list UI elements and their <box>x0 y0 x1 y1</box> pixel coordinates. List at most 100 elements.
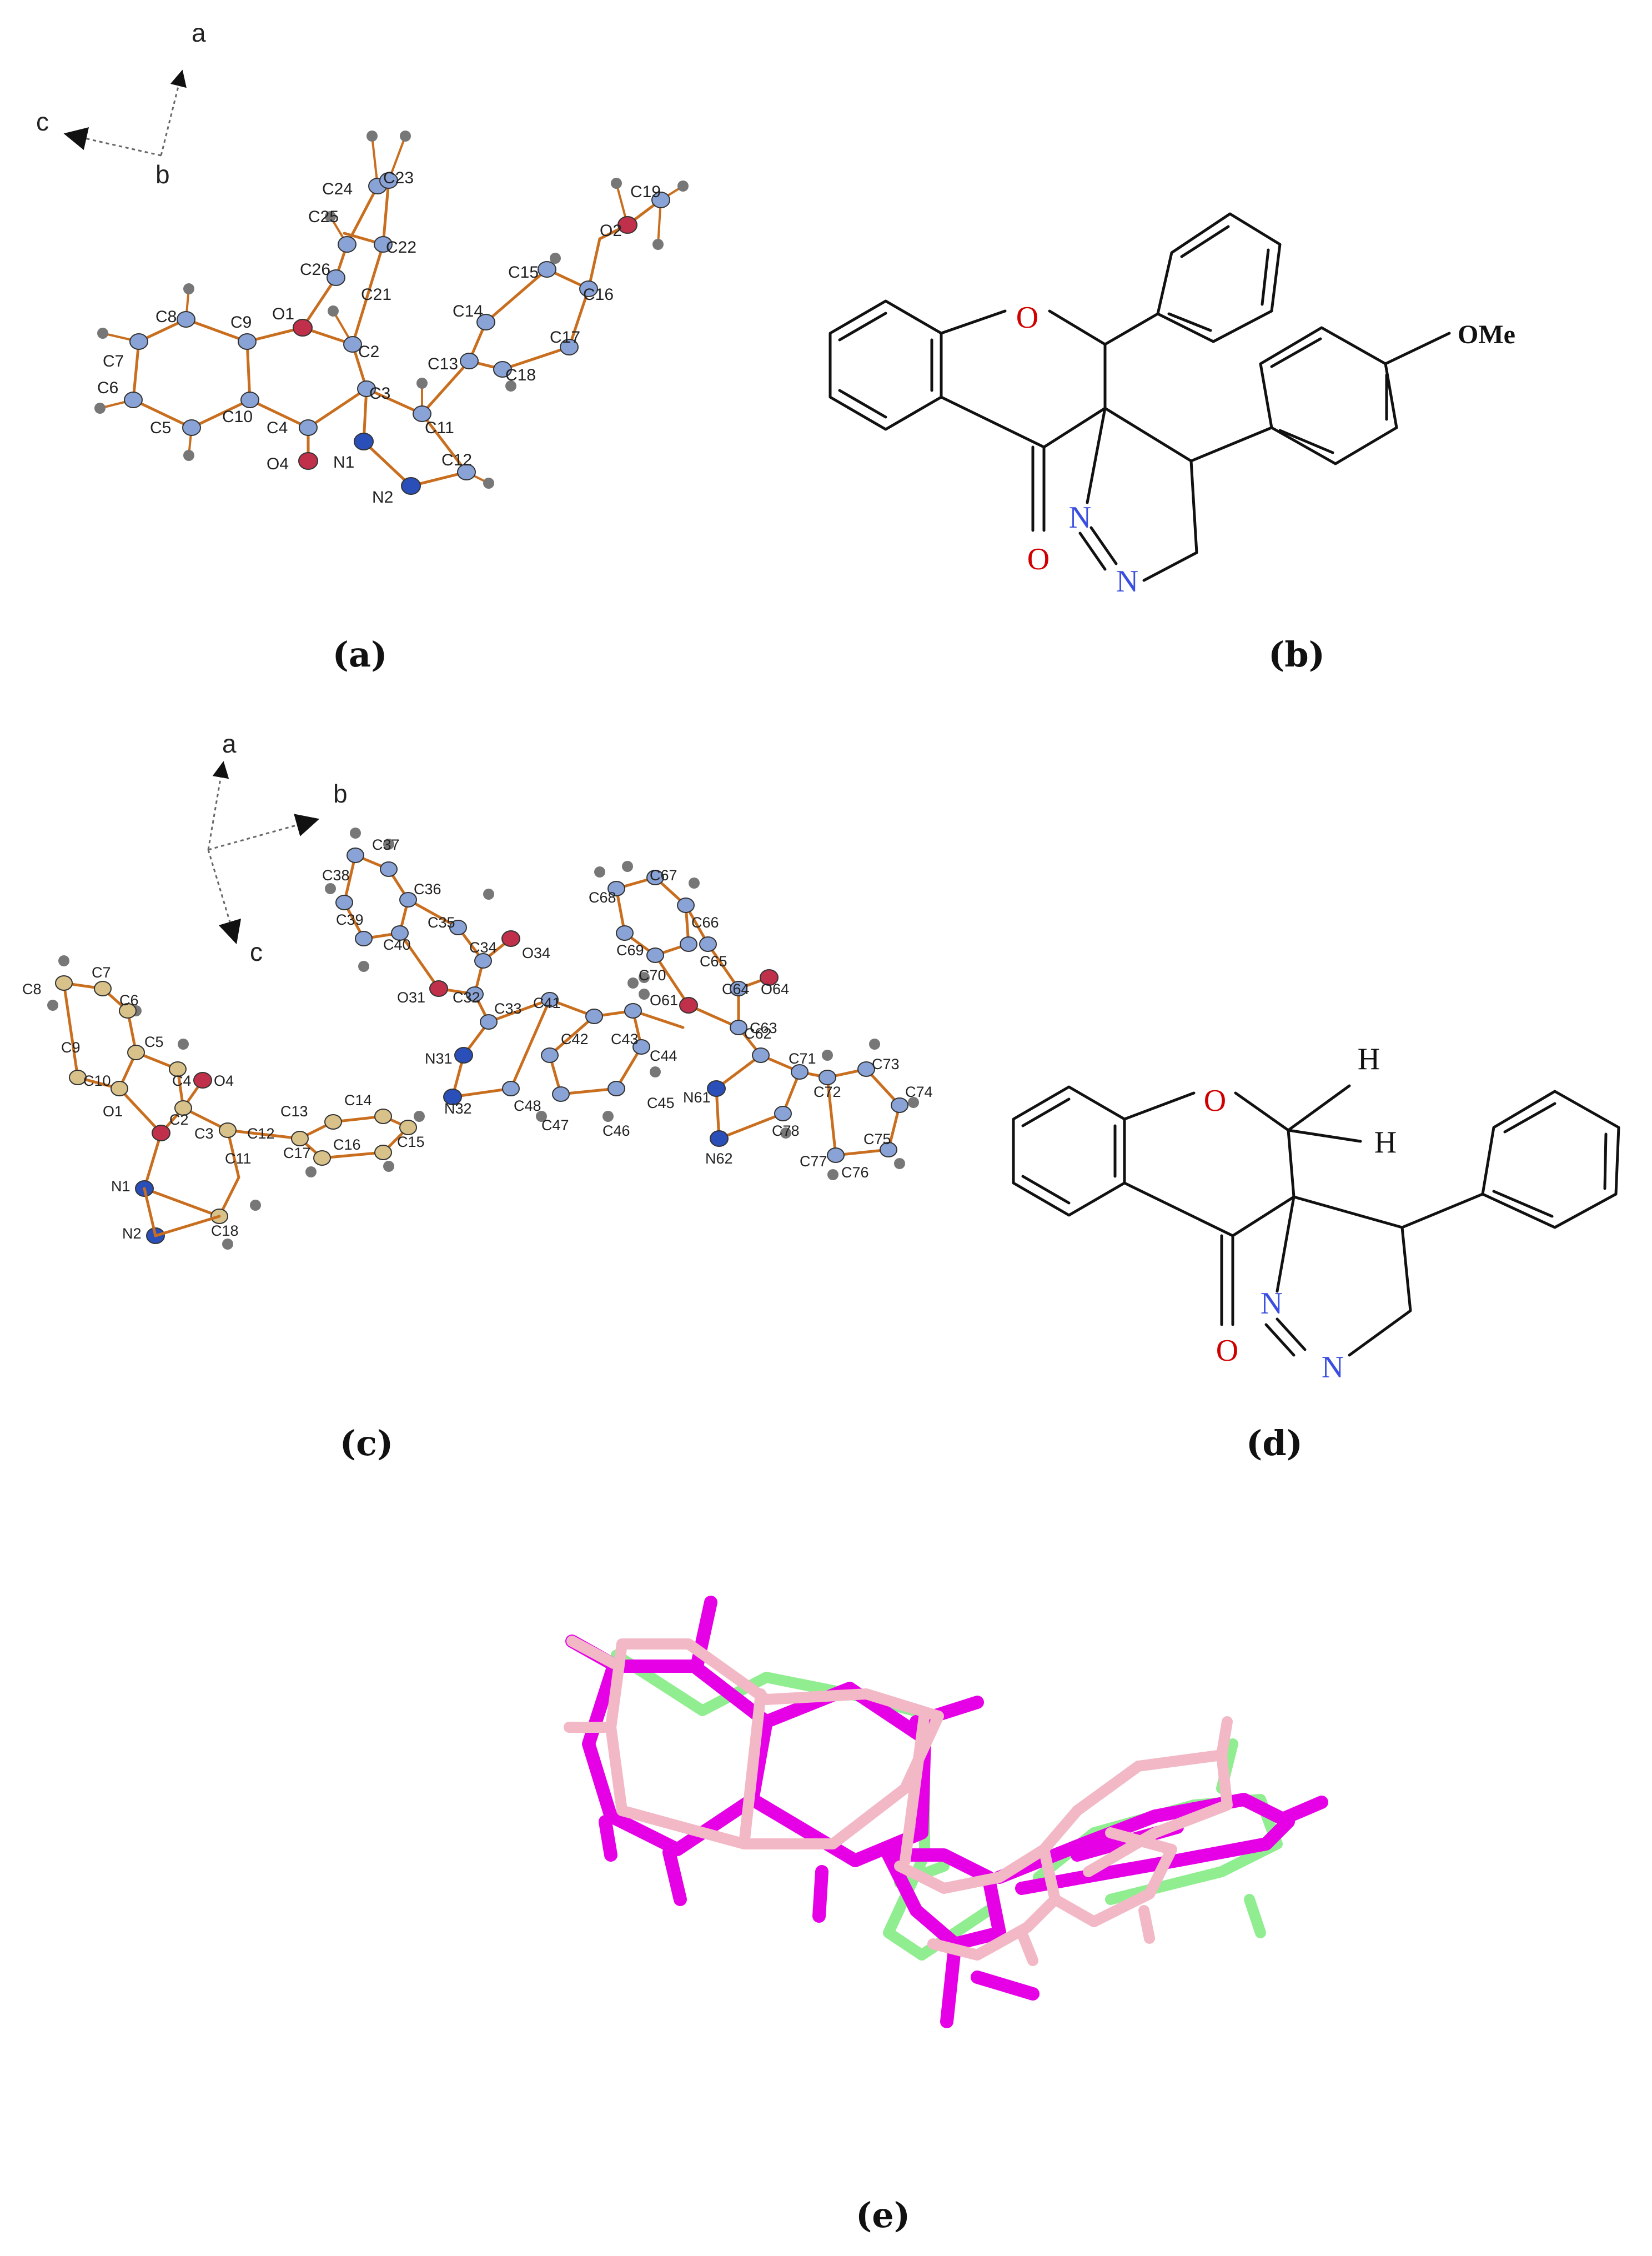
b-keto-oxygen: O <box>1027 542 1050 576</box>
atom-label-c13: C13 <box>280 1103 308 1120</box>
atom-label-c6: C6 <box>119 992 139 1009</box>
atom-label-n62: N62 <box>705 1150 733 1167</box>
atom-label-c35: C35 <box>428 914 455 931</box>
atom-label-c78: C78 <box>772 1122 800 1139</box>
atom-label-c63: C63 <box>750 1020 777 1036</box>
atom-label-c8: C8 <box>22 981 42 997</box>
atom-label-c11: C11 <box>425 419 454 437</box>
atom-label-n1: N1 <box>333 453 354 472</box>
atom-label-c36: C36 <box>414 881 441 898</box>
mol2: C37 C38 C36 C39 C35 C40 C34 O34 O31 C32 … <box>322 828 685 1139</box>
atom-label-c9: C9 <box>61 1039 81 1056</box>
atom-label-c21: C21 <box>361 285 391 304</box>
atom-label-c32: C32 <box>453 989 480 1006</box>
atom-label-c7: C7 <box>92 964 111 981</box>
overlay-pink <box>564 1636 1233 1966</box>
caption-c: (c) <box>340 1423 393 1463</box>
atom-label-c71: C71 <box>789 1050 816 1067</box>
b-n1: N <box>1069 500 1091 535</box>
atom-label-c74: C74 <box>905 1084 933 1100</box>
atom-label-o61: O61 <box>650 992 678 1009</box>
panel-c-ortep: a b c <box>22 729 933 1250</box>
atom-label-o64: O64 <box>761 981 789 997</box>
axis-c-label-c: c <box>250 938 263 966</box>
atom-label-c15: C15 <box>508 263 539 282</box>
atom-label-c38: C38 <box>322 867 350 884</box>
atom-label-c25: C25 <box>308 208 339 226</box>
atom-label-c3: C3 <box>194 1125 214 1142</box>
atom-label-o4: O4 <box>214 1072 234 1089</box>
caption-d: (d) <box>1246 1423 1303 1463</box>
panel-d-structure: O H H O N N <box>1012 1042 1620 1385</box>
atom-label-c66: C66 <box>691 914 719 931</box>
axis-label-c: c <box>36 107 49 136</box>
atom-label-c11: C11 <box>225 1150 252 1167</box>
atom-label-c45: C45 <box>647 1095 675 1111</box>
atom-label-o31: O31 <box>397 989 425 1006</box>
atom-label-o4: O4 <box>267 455 289 473</box>
atom-label-c22: C22 <box>386 238 416 257</box>
atom-label-c14: C14 <box>344 1092 372 1109</box>
atom-label-c13: C13 <box>428 355 458 373</box>
atom-label-c12: C12 <box>441 451 472 469</box>
axis-c-label-b: b <box>333 779 348 808</box>
atom-label-c72: C72 <box>814 1084 841 1100</box>
atom-label-c44: C44 <box>650 1047 677 1064</box>
atom-label-n31: N31 <box>425 1050 453 1067</box>
atom-label-c37: C37 <box>372 836 400 853</box>
caption-b: (b) <box>1268 634 1325 675</box>
atom-label-n32: N32 <box>444 1100 472 1117</box>
b-ring-oxygen: O <box>1016 300 1038 335</box>
atom-label-c2: C2 <box>169 1111 189 1128</box>
panel-a-ortep: a b c <box>36 18 689 507</box>
ortep-a-atoms <box>94 131 689 495</box>
atom-label-c10: C10 <box>83 1072 111 1089</box>
atom-label-o1: O1 <box>103 1103 123 1120</box>
atom-label-c10: C10 <box>222 408 253 426</box>
atom-label-c73: C73 <box>872 1056 900 1072</box>
atom-label-c42: C42 <box>561 1031 589 1047</box>
atom-label-o2: O2 <box>600 222 622 240</box>
atom-label-c8: C8 <box>155 308 177 326</box>
d-keto-oxygen: O <box>1216 1333 1238 1368</box>
mol1: C8 C7 C6 C5 C9 C10 O1 C4 O4 C2 C3 N1 N2 … <box>22 955 425 1250</box>
atom-label-c75: C75 <box>863 1131 891 1147</box>
atom-label-c17: C17 <box>550 328 580 347</box>
b-methoxy: OMe <box>1458 320 1515 349</box>
atom-label-c26: C26 <box>300 260 330 279</box>
atom-label-c70: C70 <box>639 967 666 984</box>
atom-label-c64: C64 <box>722 981 750 997</box>
d-n1: N <box>1261 1286 1283 1321</box>
atom-label-n2: N2 <box>372 488 393 507</box>
caption-a: (a) <box>333 634 388 675</box>
caption-e: (e) <box>856 2195 910 2235</box>
atom-label-c15: C15 <box>397 1134 425 1150</box>
atom-label-c19: C19 <box>630 183 661 201</box>
atom-label-n61: N61 <box>683 1089 711 1106</box>
atom-label-c76: C76 <box>841 1164 869 1181</box>
axis-label-a: a <box>192 18 206 47</box>
atom-label-c41: C41 <box>533 995 561 1011</box>
atom-label-c48: C48 <box>514 1097 541 1114</box>
atom-label-c18: C18 <box>211 1222 239 1239</box>
atom-label-c5: C5 <box>144 1034 164 1050</box>
atom-label-c14: C14 <box>453 302 483 320</box>
atom-label-c2: C2 <box>358 343 379 361</box>
atom-label-c69: C69 <box>616 942 644 959</box>
atom-label-o34: O34 <box>522 945 550 961</box>
atom-label-c43: C43 <box>611 1031 639 1047</box>
overlay-green <box>611 1650 1283 1961</box>
atom-label-c40: C40 <box>383 936 411 953</box>
axes-c: a b c <box>207 729 348 966</box>
atom-label-c3: C3 <box>369 384 390 403</box>
d-h2: H <box>1374 1125 1397 1160</box>
atom-label-c65: C65 <box>700 953 727 970</box>
panel-b-structure: O OMe O N N <box>828 212 1515 599</box>
atom-label-c23: C23 <box>383 169 414 187</box>
atom-label-c47: C47 <box>541 1117 569 1134</box>
d-n2: N <box>1322 1350 1344 1385</box>
d-h1: H <box>1358 1042 1380 1076</box>
atom-label-c77: C77 <box>800 1153 827 1170</box>
atom-label-c24: C24 <box>322 180 353 198</box>
